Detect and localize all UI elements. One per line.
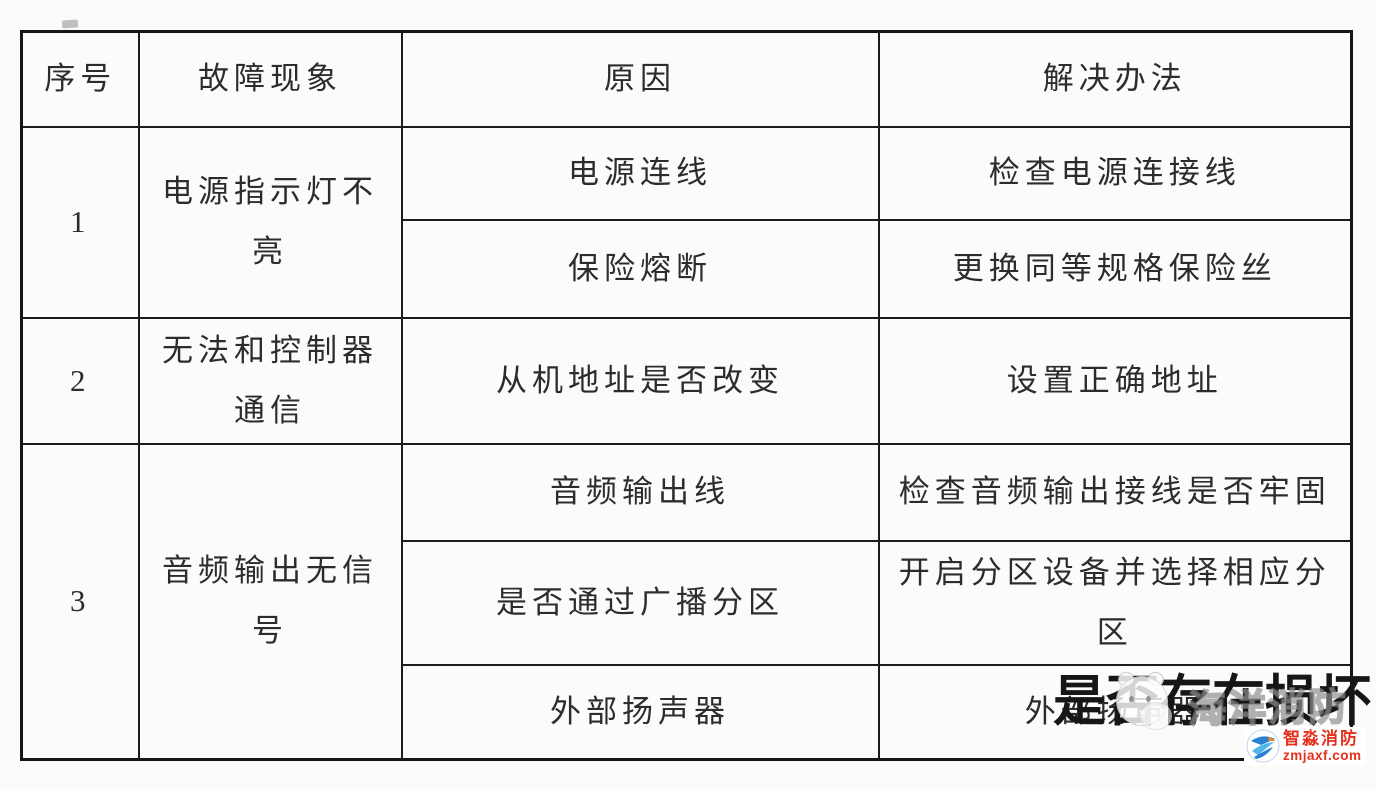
header-solution: 解决办法 — [877, 30, 1353, 128]
table-row: 是否通过广播分区 开启分区设备并选择相应分区 — [22, 539, 1353, 666]
scan-artifact — [61, 19, 79, 29]
large-overlay-text: 是否存在损坏 — [1053, 672, 1371, 733]
brand-url-text: zmjaxf.com — [1283, 747, 1362, 763]
brand-stamp: 智淼消防 zmjaxf.com — [1244, 727, 1366, 765]
cartoon-face-watermark-icon — [1114, 669, 1172, 730]
table-row: 1 电源指示灯不亮 电源连线 检查电源连接线 — [20, 125, 1353, 319]
troubleshooting-table: 序号 故障现象 原因 解决办法 1 电源指示灯不亮 电源连线 检查电源连接线 保… — [20, 30, 1353, 761]
row1-phenomenon: 电源指示灯不亮 — [137, 125, 403, 319]
brand-logo-icon — [1246, 729, 1280, 763]
row3-cause-c: 外部扬声器 — [400, 663, 880, 761]
row3-solution-b: 开启分区设备并选择相应分区 — [877, 539, 1353, 666]
watermark-text: 海洋消防 — [1187, 686, 1350, 733]
row1-cause-b: 保险熔断 — [400, 218, 880, 319]
row2-cause: 从机地址是否改变 — [400, 316, 880, 445]
row1-solution-b: 更换同等规格保险丝 — [877, 218, 1353, 319]
header-serial-number: 序号 — [20, 30, 140, 128]
row1-solution-a: 检查电源连接线 — [877, 125, 1353, 221]
table-row: 2 无法和控制器通信 从机地址是否改变 设置正确地址 — [20, 316, 1353, 445]
header-fault-phenomenon: 故障现象 — [137, 30, 403, 128]
table-row: 3 音频输出无信号 音频输出线 检查音频输出接线是否牢固 — [20, 442, 1353, 761]
row2-phenomenon: 无法和控制器通信 — [137, 316, 403, 445]
table-row: 保险熔断 更换同等规格保险丝 — [22, 218, 1353, 319]
row1-serial: 1 — [20, 125, 140, 319]
row2-solution: 设置正确地址 — [877, 316, 1353, 445]
table-row: 外部扬声器 外部扬声器 — [22, 663, 1353, 761]
row3-cause-b: 是否通过广播分区 — [400, 539, 880, 666]
header-cause: 原因 — [400, 30, 880, 128]
row3-serial: 3 — [20, 442, 140, 761]
row2-serial: 2 — [20, 316, 140, 445]
table-header-row: 序号 故障现象 原因 解决办法 — [20, 30, 1353, 128]
row3-cause-a: 音频输出线 — [400, 442, 880, 542]
brand-name-text: 智淼消防 — [1283, 728, 1359, 748]
row3-phenomenon: 音频输出无信号 — [137, 442, 403, 761]
row1-cause-a: 电源连线 — [400, 125, 880, 221]
row3-solution-a: 检查音频输出接线是否牢固 — [877, 442, 1353, 542]
